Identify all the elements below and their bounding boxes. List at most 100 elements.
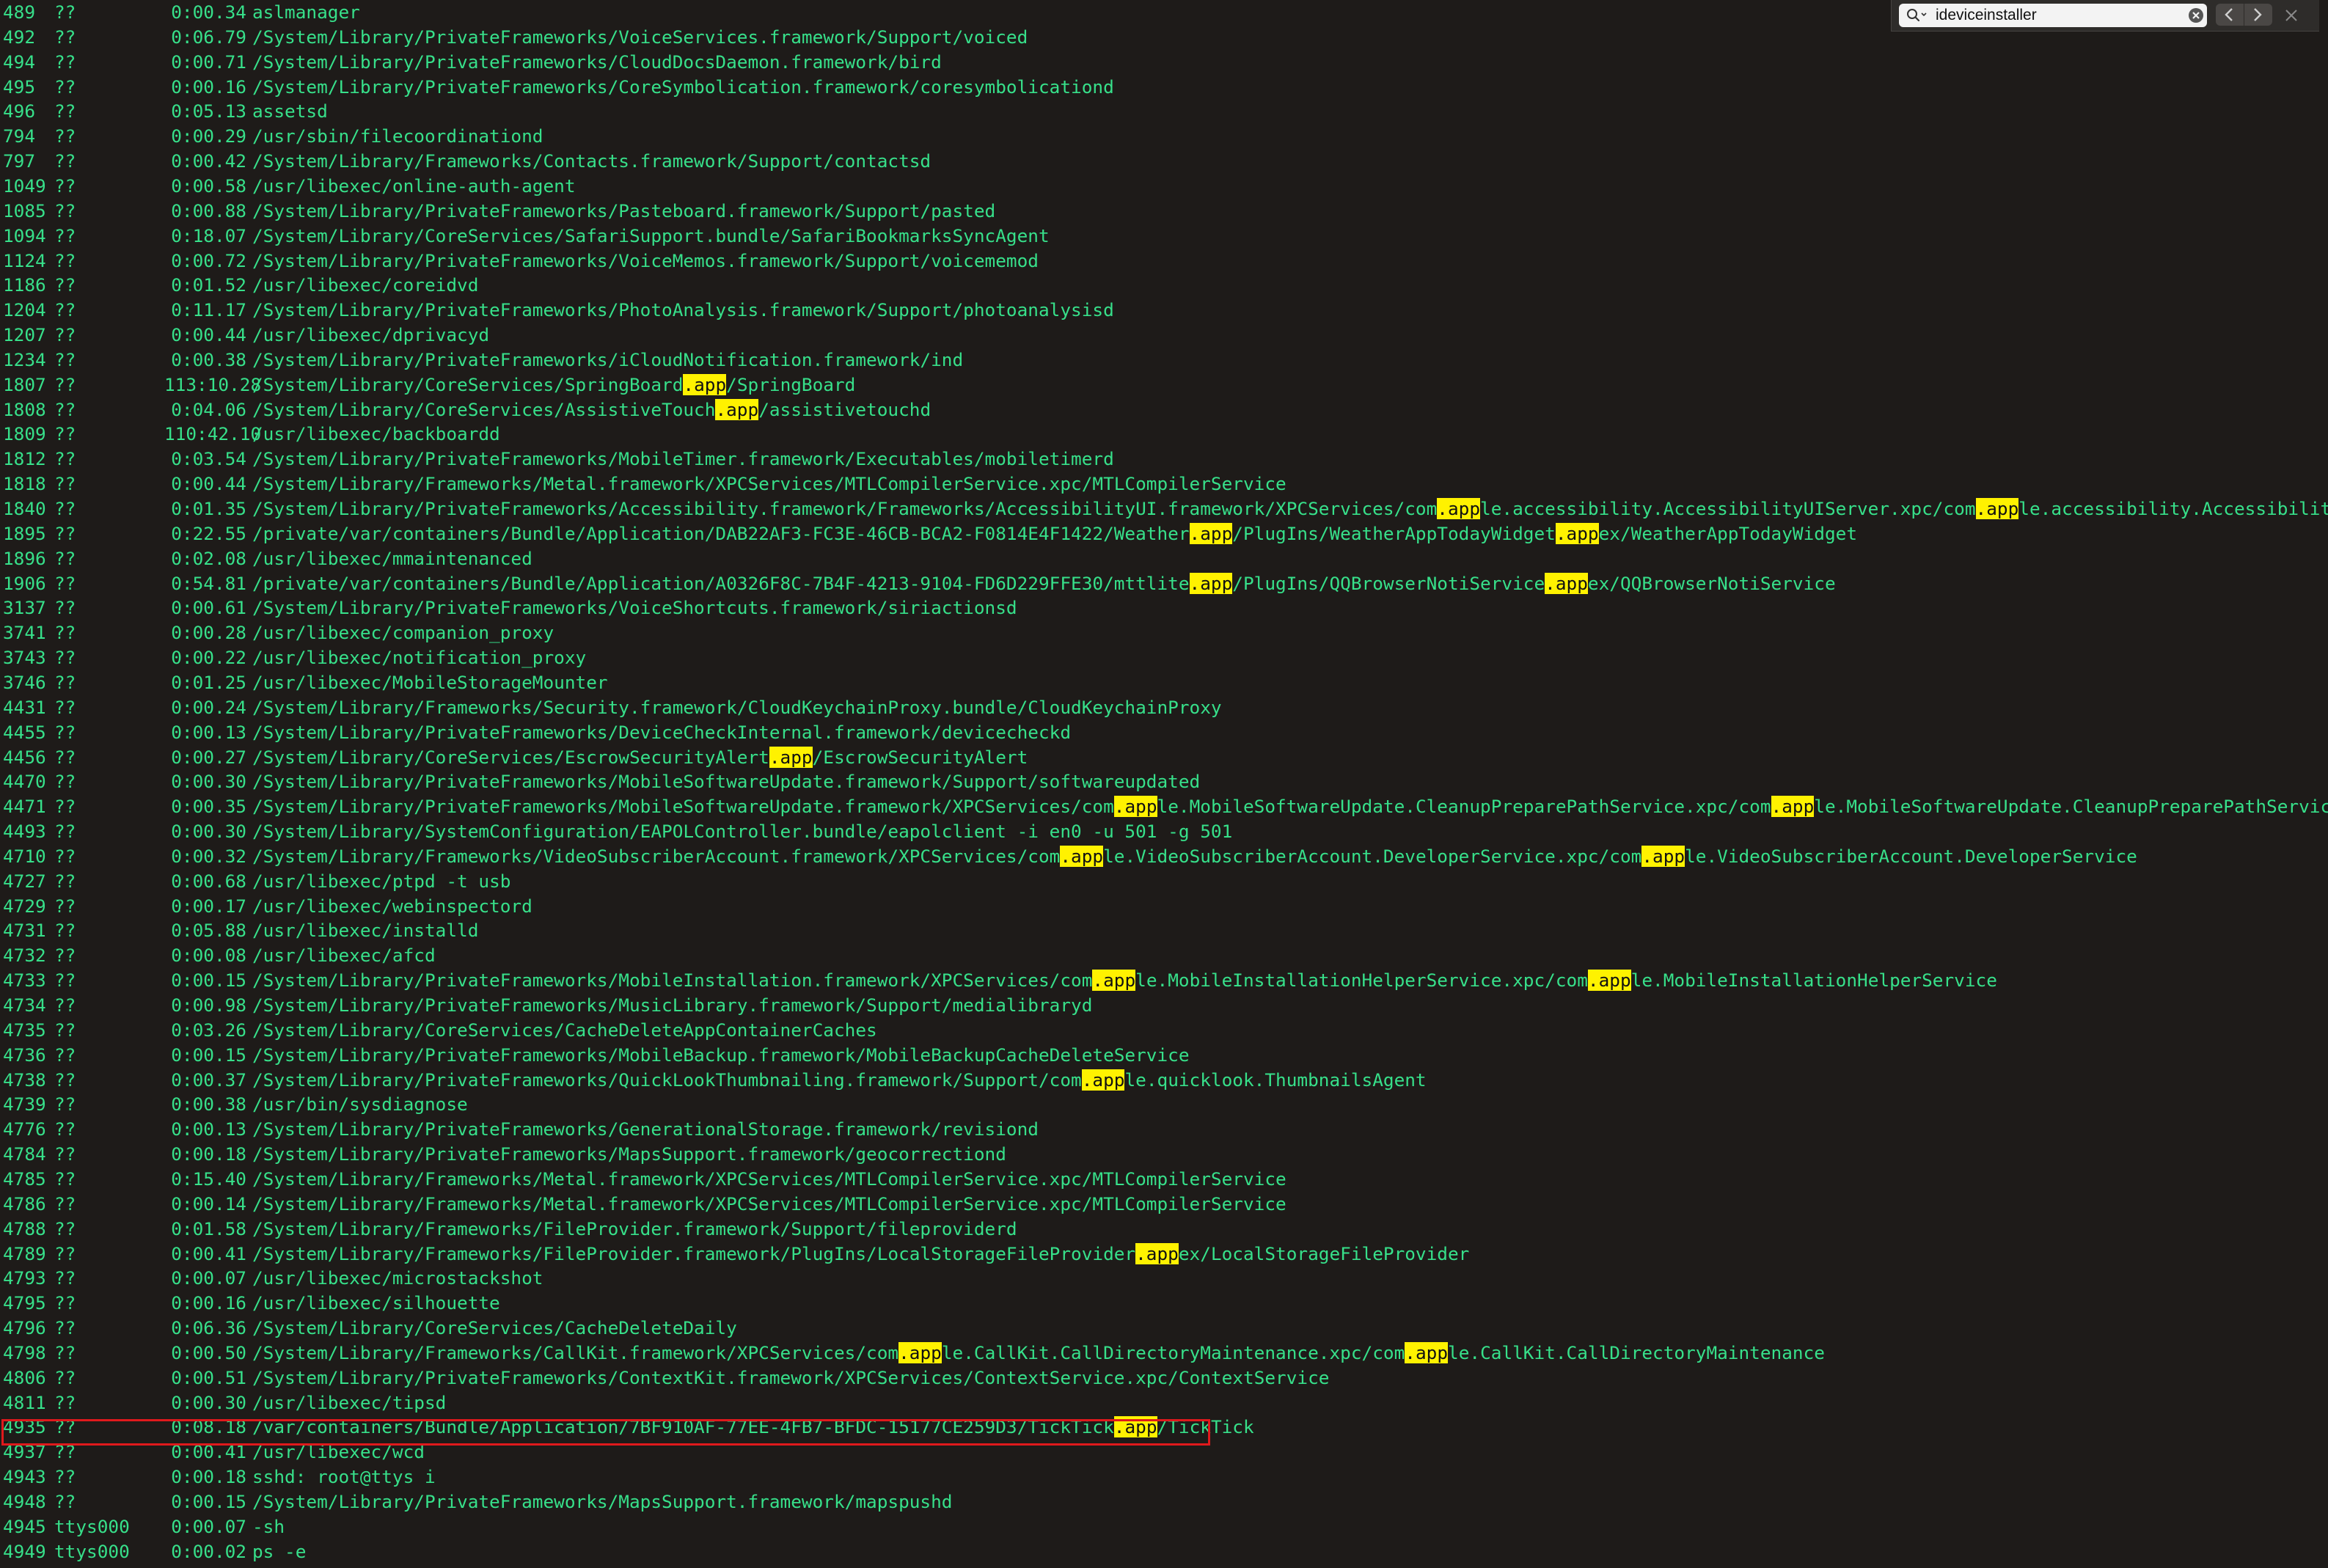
process-pid: 4493 xyxy=(3,821,46,843)
process-tty: ?? xyxy=(54,1193,76,1215)
process-tty: ?? xyxy=(54,1044,76,1066)
process-time: 0:00.16 xyxy=(171,76,246,98)
process-pid: 4811 xyxy=(3,1391,46,1413)
process-row: 1808??0:04.06/System/Library/CoreService… xyxy=(3,398,931,422)
process-tty: ?? xyxy=(54,26,76,48)
process-time: 0:00.07 xyxy=(171,1267,246,1289)
process-tty: ?? xyxy=(54,547,76,569)
process-time: 0:03.26 xyxy=(171,1019,246,1041)
chevron-right-icon xyxy=(2254,8,2262,21)
process-pid: 4795 xyxy=(3,1292,46,1314)
process-tty: ?? xyxy=(54,1441,76,1463)
search-match-highlight: .app xyxy=(1113,1416,1157,1438)
process-row: 4788??0:01.58/System/Library/Frameworks/… xyxy=(3,1217,1017,1242)
process-command: sshd: root@ttys i xyxy=(252,1466,436,1488)
process-pid: 3743 xyxy=(3,647,46,669)
process-command: /System/Library/CoreServices/SpringBoard… xyxy=(252,373,856,395)
process-command: /System/Library/Frameworks/Metal.framewo… xyxy=(252,473,1286,495)
find-input[interactable] xyxy=(1936,6,2178,25)
process-time: 0:06.36 xyxy=(171,1317,246,1339)
process-tty: ?? xyxy=(54,125,76,147)
find-previous-button[interactable] xyxy=(2216,4,2244,26)
process-time: 0:00.07 xyxy=(171,1515,246,1537)
process-command: /System/Library/PrivateFrameworks/VoiceM… xyxy=(252,249,1039,271)
process-row: 4471??0:00.35/System/Library/PrivateFram… xyxy=(3,794,2328,819)
process-command: /usr/libexec/microstackshot xyxy=(252,1267,543,1289)
search-match-highlight: .app xyxy=(1437,498,1481,519)
process-pid: 495 xyxy=(3,76,36,98)
process-command: /System/Library/Frameworks/Contacts.fram… xyxy=(252,150,931,172)
process-tty: ttys000 xyxy=(54,1515,130,1537)
process-pid: 1906 xyxy=(3,572,46,594)
process-tty: ?? xyxy=(54,1019,76,1041)
process-time: 0:00.30 xyxy=(171,771,246,793)
process-time: 0:08.18 xyxy=(171,1416,246,1438)
search-match-highlight: .app xyxy=(1555,522,1599,544)
process-time: 0:01.52 xyxy=(171,274,246,296)
process-tty: ?? xyxy=(54,324,76,346)
process-tty: ?? xyxy=(54,100,76,122)
search-match-highlight: .app xyxy=(898,1341,942,1363)
process-pid: 4786 xyxy=(3,1193,46,1215)
process-tty: ?? xyxy=(54,1168,76,1190)
process-row: 4811??0:00.30/usr/libexec/tipsd xyxy=(3,1391,446,1415)
process-command: /System/Library/SystemConfiguration/EAPO… xyxy=(252,821,1233,843)
find-field[interactable] xyxy=(1899,4,2207,27)
process-row: 4739??0:00.38/usr/bin/sysdiagnose xyxy=(3,1092,468,1117)
process-time: 0:00.35 xyxy=(171,796,246,818)
process-pid: 1896 xyxy=(3,547,46,569)
process-row: 1812??0:03.54/System/Library/PrivateFram… xyxy=(3,447,1114,472)
process-time: 0:00.16 xyxy=(171,1292,246,1314)
process-pid: 4710 xyxy=(3,845,46,867)
find-next-button[interactable] xyxy=(2244,4,2272,26)
process-row: 1807??113:10.28/System/Library/CoreServi… xyxy=(3,373,855,398)
process-time: 0:54.81 xyxy=(171,572,246,594)
process-time: 0:00.28 xyxy=(171,622,246,644)
process-time: 0:00.22 xyxy=(171,647,246,669)
process-time: 0:00.30 xyxy=(171,1391,246,1413)
process-pid: 1840 xyxy=(3,498,46,519)
process-command: /usr/libexec/afcd xyxy=(252,945,436,967)
process-time: 0:00.18 xyxy=(171,1466,246,1488)
process-command: /System/Library/PrivateFrameworks/Contex… xyxy=(252,1366,1330,1388)
clear-icon[interactable] xyxy=(2188,7,2204,23)
process-time: 0:05.13 xyxy=(171,100,246,122)
process-command: /System/Library/CoreServices/SafariSuppo… xyxy=(252,224,1050,246)
process-row: 4735??0:03.26/System/Library/CoreService… xyxy=(3,1018,877,1043)
process-command: /usr/libexec/mmaintenanced xyxy=(252,547,532,569)
process-command: /usr/libexec/tipsd xyxy=(252,1391,447,1413)
process-tty: ?? xyxy=(54,423,76,445)
process-command: /System/Library/CoreServices/AssistiveTo… xyxy=(252,398,931,420)
process-time: 0:03.54 xyxy=(171,448,246,470)
process-pid: 1895 xyxy=(3,522,46,544)
process-command: /System/Library/PrivateFrameworks/PhotoA… xyxy=(252,299,1114,321)
process-time: 0:04.06 xyxy=(171,398,246,420)
close-icon[interactable] xyxy=(2283,7,2299,23)
process-time: 0:00.24 xyxy=(171,696,246,718)
process-time: 0:00.61 xyxy=(171,597,246,619)
process-pid: 4785 xyxy=(3,1168,46,1190)
process-tty: ?? xyxy=(54,622,76,644)
process-row: 4731??0:05.88/usr/libexec/installd xyxy=(3,918,478,943)
process-command: /System/Library/Frameworks/FileProvider.… xyxy=(252,1242,1470,1264)
process-time: 0:00.15 xyxy=(171,970,246,992)
process-pid: 4734 xyxy=(3,994,46,1016)
process-command: /usr/libexec/notification_proxy xyxy=(252,647,587,669)
search-match-highlight: .app xyxy=(1975,498,2019,519)
process-pid: 1808 xyxy=(3,398,46,420)
process-tty: ?? xyxy=(54,498,76,519)
search-match-highlight: .app xyxy=(769,746,813,768)
process-time: 0:00.51 xyxy=(171,1366,246,1388)
process-pid: 1812 xyxy=(3,448,46,470)
process-pid: 4784 xyxy=(3,1143,46,1165)
process-row: 4798??0:00.50/System/Library/Frameworks/… xyxy=(3,1341,1825,1366)
search-icon[interactable] xyxy=(1906,8,1930,23)
find-bar xyxy=(1891,0,2319,32)
process-tty: ?? xyxy=(54,473,76,495)
process-row: 1204??0:11.17/System/Library/PrivateFram… xyxy=(3,298,1114,323)
process-row: 4806??0:00.51/System/Library/PrivateFram… xyxy=(3,1366,1329,1391)
process-tty: ?? xyxy=(54,1,76,23)
process-pid: 4735 xyxy=(3,1019,46,1041)
process-tty: ?? xyxy=(54,1416,76,1438)
